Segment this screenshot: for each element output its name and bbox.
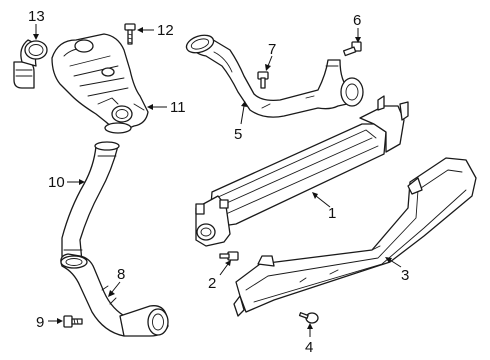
screw-4-part	[298, 312, 319, 324]
inlet-pipe-part	[60, 253, 169, 337]
bolt-9-part	[63, 315, 83, 328]
callout-10: 10	[48, 174, 65, 191]
outlet-pipe-part	[185, 34, 364, 118]
callout-11: 11	[170, 99, 186, 116]
elbow-connector-part	[13, 39, 48, 89]
throttle-body-housing-part	[51, 33, 149, 134]
intake-hose-part	[61, 141, 120, 267]
callout-13: 13	[28, 8, 45, 25]
bolt-12-part	[124, 23, 136, 45]
bolt-7-part	[257, 71, 269, 89]
bolt-6-part	[342, 41, 362, 57]
air-deflector-part	[233, 157, 477, 317]
callout-9: 9	[36, 314, 44, 331]
callout-2: 2	[208, 275, 216, 292]
callout-5: 5	[234, 126, 242, 143]
intercooler-part	[195, 95, 409, 247]
callout-7: 7	[268, 41, 276, 58]
callout-8: 8	[117, 266, 125, 283]
callout-4: 4	[305, 339, 313, 356]
bolt-2-part	[219, 251, 239, 261]
callout-6: 6	[353, 12, 361, 29]
callout-1: 1	[328, 205, 336, 222]
callout-3: 3	[401, 267, 409, 284]
leader-lines	[33, 24, 402, 337]
callout-12: 12	[157, 22, 174, 39]
